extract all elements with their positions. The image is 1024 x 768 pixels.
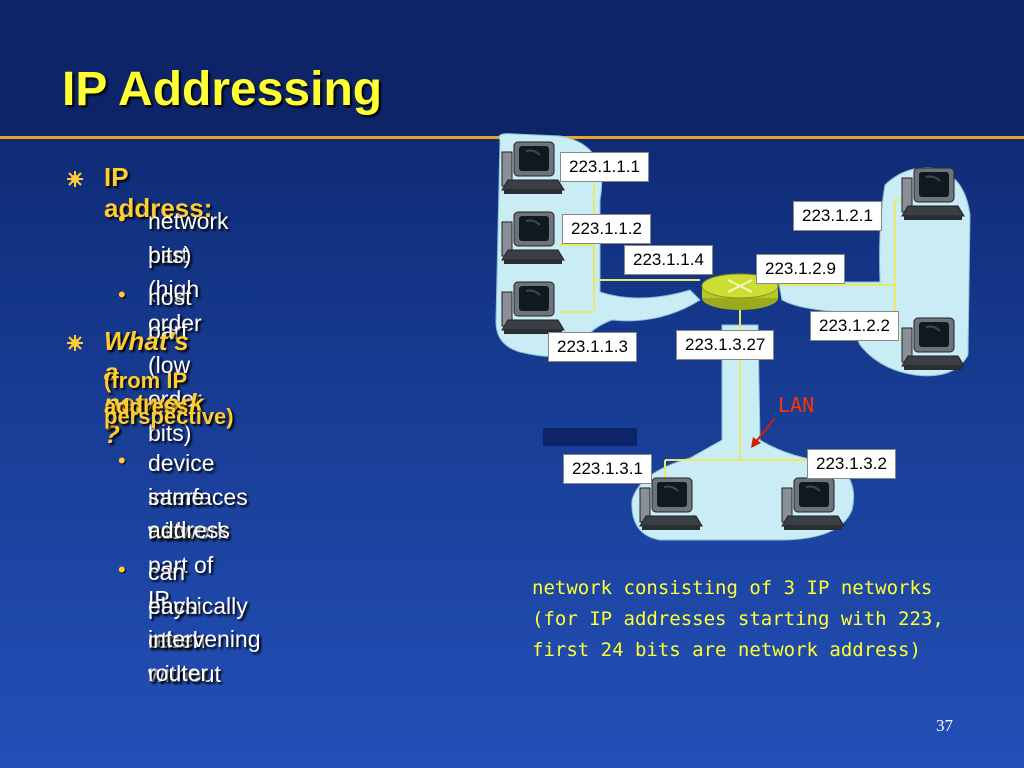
ip-label-223-1-3-1: 223.1.3.1 bbox=[563, 454, 652, 484]
physical-line3: intervening router bbox=[148, 626, 261, 686]
host-part: host part (low order bits) bbox=[148, 284, 202, 446]
caption-line1: network consisting of 3 IP networks bbox=[532, 577, 933, 599]
ip-label-223-1-2-9: 223.1.2.9 bbox=[756, 254, 845, 284]
ip-label-223-1-3-27: 223.1.3.27 bbox=[676, 330, 775, 360]
bullet-dot: • bbox=[118, 448, 126, 473]
physical-line2: each other without bbox=[148, 593, 221, 687]
whats-a-network-heading: What’s a network ? bbox=[104, 326, 204, 449]
caption-line2: (for IP addresses starting with 223, bbox=[532, 608, 944, 630]
bullet-dot: • bbox=[118, 206, 126, 231]
ip-label-223-1-2-1: 223.1.2.1 bbox=[793, 201, 882, 231]
device-line3: address bbox=[148, 517, 230, 543]
network-part-line1: network part (high order bbox=[148, 208, 229, 336]
device-line1: device interfaces with bbox=[148, 450, 248, 544]
from-ip-text: from IP address bbox=[104, 368, 189, 419]
bullet-dot: • bbox=[118, 557, 126, 582]
navy-bar-shape bbox=[543, 428, 637, 446]
ip-label-223-1-1-4: 223.1.1.4 bbox=[624, 245, 713, 275]
ip-label-223-1-1-1: 223.1.1.1 bbox=[560, 152, 649, 182]
from-ip-line2: perspective) bbox=[104, 404, 234, 429]
lan-label: LAN bbox=[778, 393, 815, 417]
sunburst-bullet-icon bbox=[67, 171, 83, 187]
lan-arrow bbox=[751, 417, 776, 448]
diagram-caption: network consisting of 3 IP networks (for… bbox=[532, 573, 1002, 666]
bullet-dot: • bbox=[118, 282, 126, 307]
sunburst-bullet-icon bbox=[67, 335, 83, 351]
device-line2: same network part of IP bbox=[148, 484, 229, 612]
ip-label-223-1-2-2: 223.1.2.2 bbox=[810, 311, 899, 341]
page-number: 37 bbox=[936, 716, 953, 735]
ip-label-223-1-1-3: 223.1.1.3 bbox=[548, 332, 637, 362]
network-part-line2: bits) bbox=[148, 242, 192, 268]
title-band bbox=[0, 0, 1024, 136]
ip-label-223-1-1-2: 223.1.1.2 bbox=[562, 214, 651, 244]
physical-line1: can physically reach bbox=[148, 559, 248, 653]
ip-label-223-1-3-2: 223.1.3.2 bbox=[807, 449, 896, 479]
open-paren: ( bbox=[104, 368, 112, 393]
slide-title: IP Addressing bbox=[62, 63, 383, 116]
caption-line3: first 24 bits are network address) bbox=[532, 639, 921, 661]
from-ip-line1: (from IP address bbox=[104, 368, 188, 420]
ip-address-heading: IP address: bbox=[104, 162, 213, 223]
